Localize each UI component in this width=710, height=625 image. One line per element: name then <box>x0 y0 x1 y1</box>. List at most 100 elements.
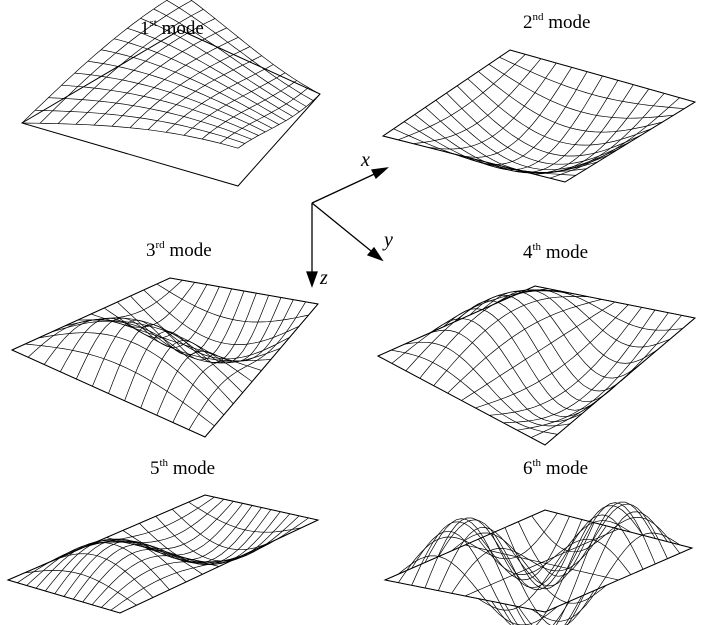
mode-2-mesh-line <box>519 88 650 173</box>
mode-1-title: 1st mode <box>140 17 204 39</box>
mode-5-mesh-line <box>188 501 302 533</box>
mode-3-mesh-line <box>108 290 245 394</box>
mode-1-mesh-line <box>75 18 216 125</box>
mode-1-mesh <box>20 0 321 187</box>
mode-2-mesh-line <box>458 71 588 165</box>
mode-4-mesh-line <box>517 312 669 431</box>
mode-5-mesh-line <box>7 494 206 581</box>
mode-5-mesh-line <box>63 507 262 597</box>
mode-2-mesh-line <box>413 58 542 145</box>
mode-2-mesh <box>381 49 697 183</box>
mode-4-title: 4th mode <box>523 241 588 263</box>
mode-3-mesh-line <box>43 282 195 365</box>
mode-1-mesh-line <box>147 55 262 131</box>
mode-4-mesh-line <box>489 307 642 416</box>
mode-1-mesh-line <box>183 72 286 136</box>
mode-1-mesh-line <box>21 0 168 124</box>
mode-6-mesh-line <box>531 532 680 622</box>
mode-5-mesh-line <box>17 496 215 584</box>
x-axis-arrow <box>311 170 382 204</box>
mode-3-mesh-line <box>11 277 171 351</box>
mode-1-mesh-line <box>57 8 204 124</box>
mode-4-mesh-line <box>447 298 602 394</box>
mode-6-mesh <box>383 501 694 625</box>
mode-2-mesh-line <box>467 78 652 146</box>
mode-2-mesh-line <box>478 71 663 133</box>
mode-1-mesh-line <box>237 93 321 149</box>
mode-2-mesh-line <box>489 80 619 173</box>
mode-2-mesh-line <box>564 101 696 183</box>
mode-3-mesh-line <box>156 297 282 416</box>
mode-2-mesh-line <box>398 54 526 141</box>
mode-6-mesh-line <box>398 513 558 583</box>
mode-3-mesh-line <box>124 293 257 401</box>
mode-1-mesh-line <box>114 38 286 122</box>
mode-5-mesh-line <box>101 515 300 608</box>
mode-5-mesh-line <box>119 519 319 614</box>
mode-2-mesh-line <box>549 97 680 179</box>
coordinate-axes <box>306 167 389 288</box>
mode-6-mesh-line <box>384 509 546 581</box>
mode-4-mesh-line <box>461 301 616 401</box>
mode-3-mesh-line <box>156 283 309 323</box>
mode-3-mesh <box>10 277 319 438</box>
mode-1-mesh-line <box>166 0 314 101</box>
mode-5-mesh-line <box>45 503 243 592</box>
mode-2-mesh-line <box>443 67 572 158</box>
mode-3-mesh-line <box>140 295 270 409</box>
mode-1-mesh-line <box>61 84 259 136</box>
mode-3-mesh-line <box>59 284 208 372</box>
mode-5-mesh-line <box>91 513 291 606</box>
mode-5-mesh-line <box>82 511 281 603</box>
mode-4-mesh-line <box>391 288 549 364</box>
x-axis-label: x <box>360 149 370 171</box>
mode-4-mesh-line <box>419 290 576 379</box>
z-axis-arrowhead <box>306 271 318 288</box>
mode-4-mesh-line <box>544 317 696 446</box>
mode-2-mesh-line <box>499 56 685 110</box>
mode-1-mesh-line <box>111 36 239 127</box>
mode-2-mesh-line <box>473 75 603 171</box>
mode-2-mesh-line <box>382 49 511 137</box>
mode-4-undeformed-outline <box>376 285 697 446</box>
mode-2-mesh-line <box>393 128 576 176</box>
mode-5-title: 5th mode <box>150 457 215 479</box>
mode-3-mesh-line <box>172 299 294 423</box>
y-axis-arrow <box>311 202 377 256</box>
z-axis-label: z <box>319 267 328 289</box>
mode-1-mesh-line <box>219 87 309 144</box>
mode-6-mesh-line <box>491 505 644 625</box>
mode-6-mesh-line <box>518 511 668 625</box>
mode-1-mesh-line <box>129 46 251 129</box>
mode-3-mesh-line <box>104 307 271 362</box>
mode-5-mesh-line <box>73 509 272 600</box>
mode-2-title: 2nd mode <box>523 11 590 33</box>
mode-3-mesh-line <box>92 288 233 387</box>
mode-4-mesh-line <box>475 304 629 409</box>
mode-2-mesh-line <box>504 84 634 174</box>
mode-1-mesh-line <box>165 64 274 133</box>
mode-3-title: 3rd mode <box>146 239 212 261</box>
mode-6-mesh-line <box>451 525 607 594</box>
mode-5-mesh-line <box>110 517 309 611</box>
mode-4-mesh-line <box>377 285 536 357</box>
mode-5-mesh <box>6 494 320 614</box>
x-axis-arrowhead <box>371 167 389 180</box>
mode-2-mesh-line <box>428 62 557 150</box>
mode-1-mesh-line <box>93 27 227 126</box>
mode-6-mesh-line <box>424 517 583 590</box>
mode-6-mesh-line <box>544 547 693 613</box>
mode-6-mesh-line <box>437 522 595 591</box>
mode-4-mesh-line <box>503 309 656 424</box>
mode-3-mesh-line <box>204 303 319 438</box>
mode-6-mesh-line <box>504 501 656 625</box>
mode-4-mesh-line <box>530 315 682 438</box>
mode-2-mesh-line <box>534 93 665 175</box>
mode-6-title: 6th mode <box>523 457 588 479</box>
mode-6-mesh-line <box>478 520 631 611</box>
mode-3-mesh-line <box>188 301 306 430</box>
mode-1-mesh-line <box>48 97 252 140</box>
mode-1-mesh-line <box>190 0 321 95</box>
mode-2-mesh-line <box>456 85 641 157</box>
